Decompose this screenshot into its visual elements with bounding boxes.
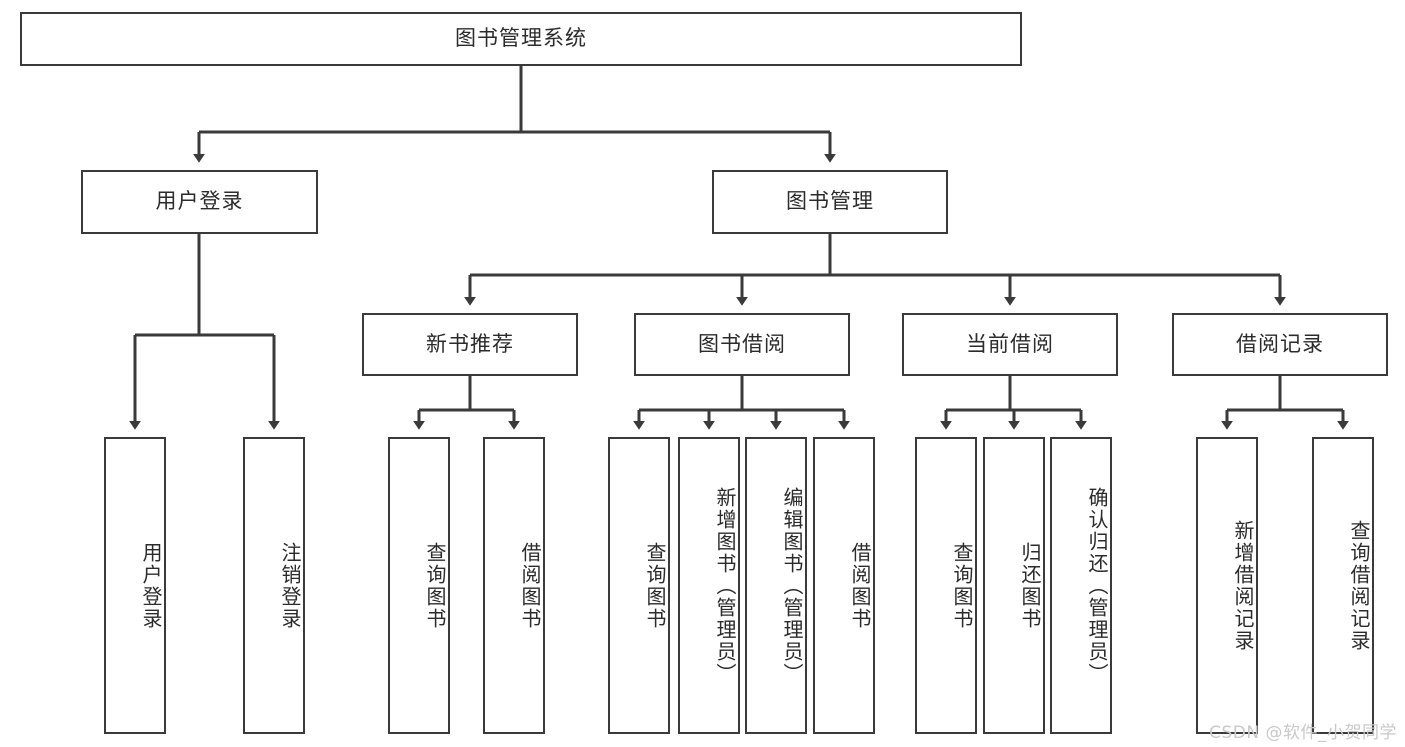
leaf-add-book-admin[interactable]: 新增图书（管理员）: [678, 437, 740, 734]
node-book-management[interactable]: 图书管理: [712, 170, 948, 234]
node-label: 图书借阅: [698, 331, 786, 356]
leaf-query-book-borrow[interactable]: 查询图书: [608, 437, 670, 734]
watermark: CSDN @软件_小贺同学: [1209, 723, 1397, 743]
node-label: 注销登录: [278, 541, 302, 630]
node-label: 查询图书: [950, 541, 974, 630]
node-label: 查询图书: [643, 541, 667, 630]
node-label: 查询借阅记录: [1347, 519, 1371, 652]
leaf-query-book-current[interactable]: 查询图书: [915, 437, 977, 734]
node-label: 借阅图书: [848, 541, 872, 630]
node-label: 图书管理: [786, 189, 874, 214]
node-label: 用户登录: [155, 189, 244, 214]
leaf-logout[interactable]: 注销登录: [243, 437, 305, 734]
node-user-login[interactable]: 用户登录: [81, 170, 318, 234]
node-label: 查询图书: [423, 541, 447, 630]
node-label: 编辑图书（管理员）: [780, 486, 804, 685]
node-label: 借阅图书: [518, 541, 542, 630]
node-current-borrow[interactable]: 当前借阅: [902, 313, 1118, 376]
node-root-system[interactable]: 图书管理系统: [20, 12, 1022, 66]
node-label: 图书管理系统: [455, 26, 587, 51]
leaf-query-borrow-record[interactable]: 查询借阅记录: [1312, 437, 1374, 734]
leaf-confirm-return-admin[interactable]: 确认归还（管理员）: [1050, 437, 1112, 734]
node-label: 新增借阅记录: [1231, 519, 1255, 652]
leaf-query-book-recommend[interactable]: 查询图书: [388, 437, 450, 734]
node-book-borrow[interactable]: 图书借阅: [634, 313, 850, 376]
leaf-add-borrow-record[interactable]: 新增借阅记录: [1196, 437, 1258, 734]
node-label: 用户登录: [139, 541, 163, 630]
leaf-borrow-book-recommend[interactable]: 借阅图书: [483, 437, 545, 734]
node-label: 新书推荐: [426, 331, 514, 356]
node-borrow-record[interactable]: 借阅记录: [1172, 313, 1388, 376]
leaf-return-book[interactable]: 归还图书: [983, 437, 1045, 734]
node-label: 新增图书（管理员）: [713, 486, 737, 685]
leaf-user-login[interactable]: 用户登录: [104, 437, 166, 734]
node-label: 确认归还（管理员）: [1085, 486, 1109, 685]
leaf-borrow-book[interactable]: 借阅图书: [813, 437, 875, 734]
leaf-edit-book-admin[interactable]: 编辑图书（管理员）: [745, 437, 807, 734]
node-new-book-recommend[interactable]: 新书推荐: [362, 313, 578, 376]
node-label: 归还图书: [1018, 541, 1042, 630]
node-label: 当前借阅: [966, 331, 1054, 356]
node-label: 借阅记录: [1236, 331, 1324, 356]
